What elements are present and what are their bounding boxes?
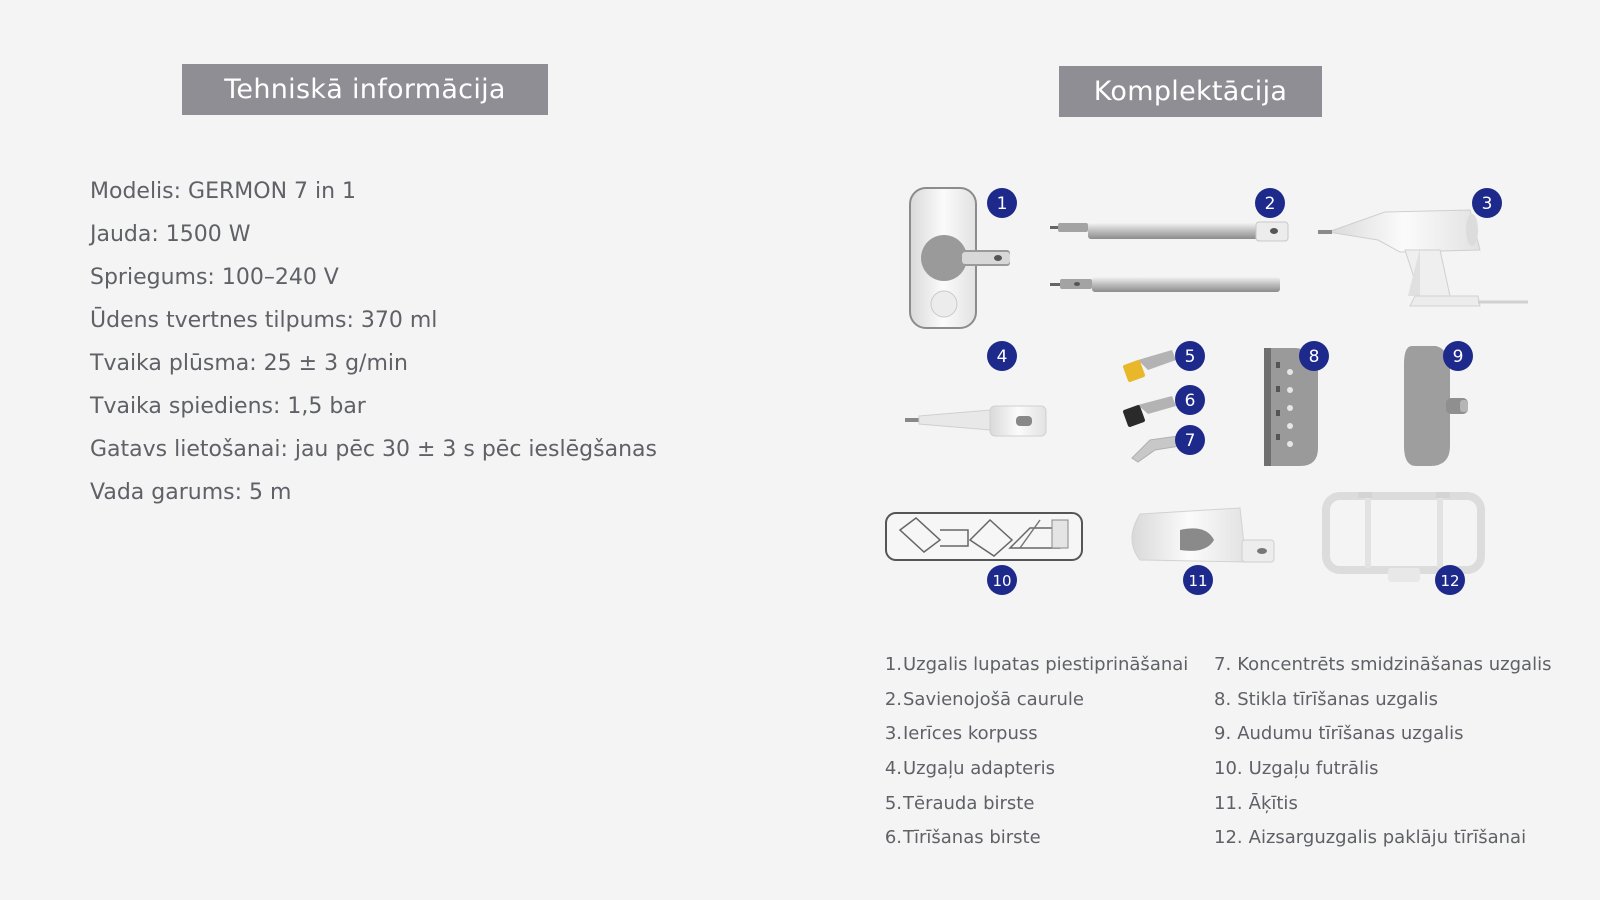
- tech-info-header: Tehniskā informācija: [182, 64, 548, 115]
- part-cleaning-brush: [1123, 396, 1176, 427]
- legend-label: Ierīces korpuss: [903, 723, 1038, 745]
- legend-item: 1.Uzgalis lupatas piestiprināšanai: [884, 648, 1188, 683]
- legend-label: Uzgaļu futrālis: [1248, 758, 1379, 780]
- legend-number: 9.: [1214, 723, 1232, 745]
- part-rag-nozzle: [909, 187, 1010, 329]
- legend-number: 6.: [884, 827, 902, 849]
- badge-7: 7: [1175, 425, 1205, 455]
- spec-power: Jauda: 1500 W: [90, 222, 251, 247]
- part-connecting-tube: [1050, 221, 1289, 292]
- legend-item: 3.Ierīces korpuss: [884, 717, 1188, 752]
- spec-steam-flow: Tvaika plūsma: 25 ± 3 g/min: [90, 351, 408, 376]
- legend-label: Savienojošā caurule: [903, 688, 1084, 710]
- spec-tank-volume: Ūdens tvertnes tilpums: 370 ml: [90, 308, 438, 333]
- svg-text:1: 1: [997, 194, 1008, 214]
- svg-text:6: 6: [1185, 391, 1196, 411]
- legend-number: 10.: [1214, 758, 1243, 780]
- legend-label: Tīrīšanas birste: [903, 827, 1041, 849]
- kit-header: Komplektācija: [1059, 66, 1322, 117]
- svg-text:4: 4: [997, 347, 1008, 367]
- part-adapter: [905, 405, 1047, 437]
- legend-label: Tērauda birste: [903, 792, 1035, 814]
- svg-text:5: 5: [1185, 347, 1196, 367]
- svg-text:2: 2: [1265, 194, 1276, 214]
- legend-item: 7.Koncentrēts smidzināšanas uzgalis: [1214, 648, 1551, 683]
- legend-item: 10.Uzgaļu futrālis: [1214, 752, 1551, 787]
- legend-label: Āķītis: [1248, 792, 1298, 814]
- badge-3: 3: [1472, 188, 1502, 218]
- badge-11: 11: [1183, 565, 1213, 595]
- badge-9: 9: [1443, 341, 1473, 371]
- legend-item: 5.Tērauda birste: [884, 787, 1188, 822]
- parts-legend-left: 1.Uzgalis lupatas piestiprināšanai 2.Sav…: [884, 648, 1188, 856]
- legend-number: 12.: [1214, 827, 1243, 849]
- badge-2: 2: [1255, 188, 1285, 218]
- legend-item: 6.Tīrīšanas birste: [884, 821, 1188, 856]
- spec-steam-pressure: Tvaika spiediens: 1,5 bar: [90, 394, 366, 419]
- badge-8: 8: [1299, 341, 1329, 371]
- spec-model: Modelis: GERMON 7 in 1: [90, 179, 357, 204]
- badge-1: 1: [987, 188, 1017, 218]
- part-carpet-cover: [1322, 492, 1485, 582]
- part-device-body: [1318, 209, 1528, 307]
- legend-label: Uzgalis lupatas piestiprināšanai: [903, 654, 1189, 675]
- legend-label: Uzgaļu adapteris: [903, 758, 1056, 780]
- legend-number: 11.: [1214, 792, 1243, 814]
- badge-6: 6: [1175, 385, 1205, 415]
- spec-voltage: Spriegums: 100–240 V: [90, 265, 339, 290]
- legend-number: 4.: [884, 758, 902, 780]
- badge-5: 5: [1175, 341, 1205, 371]
- legend-label: Stikla tīrīšanas uzgalis: [1237, 688, 1438, 710]
- svg-text:12: 12: [1440, 572, 1459, 590]
- svg-text:8: 8: [1309, 347, 1320, 367]
- svg-text:11: 11: [1188, 572, 1207, 590]
- parts-legend-right: 7.Koncentrēts smidzināšanas uzgalis 8.St…: [1214, 648, 1551, 856]
- spec-list: Modelis: GERMON 7 in 1 Jauda: 1500 W Spr…: [90, 170, 657, 514]
- legend-number: 7.: [1214, 654, 1232, 675]
- badge-4: 4: [987, 341, 1017, 371]
- legend-item: 11.Āķītis: [1214, 787, 1551, 822]
- legend-item: 9.Audumu tīrīšanas uzgalis: [1214, 717, 1551, 752]
- part-nozzle-case: [885, 512, 1083, 561]
- legend-item: 2.Savienojošā caurule: [884, 683, 1188, 718]
- part-steel-brush: [1123, 350, 1176, 382]
- legend-number: 1.: [884, 654, 902, 675]
- legend-item: 12.Aizsarguzgalis paklāju tīrīšanai: [1214, 821, 1551, 856]
- part-fabric-nozzle: [1404, 346, 1468, 466]
- legend-number: 8.: [1214, 688, 1232, 710]
- svg-text:10: 10: [992, 572, 1011, 590]
- badge-10: 10: [987, 565, 1017, 595]
- legend-number: 5.: [884, 792, 902, 814]
- legend-item: 8.Stikla tīrīšanas uzgalis: [1214, 683, 1551, 718]
- legend-number: 3.: [884, 723, 902, 745]
- spec-ready-time: Gatavs lietošanai: jau pēc 30 ± 3 s pēc …: [90, 437, 657, 462]
- legend-number: 2.: [884, 688, 902, 710]
- svg-text:3: 3: [1482, 194, 1493, 214]
- legend-label: Aizsarguzgalis paklāju tīrīšanai: [1248, 827, 1527, 849]
- part-hook: [1131, 507, 1275, 563]
- legend-item: 4.Uzgaļu adapteris: [884, 752, 1188, 787]
- svg-text:9: 9: [1453, 347, 1464, 367]
- part-glass-nozzle: [1264, 348, 1318, 466]
- legend-label: Audumu tīrīšanas uzgalis: [1237, 723, 1464, 745]
- legend-label: Koncentrēts smidzināšanas uzgalis: [1237, 654, 1552, 675]
- badge-12: 12: [1435, 565, 1465, 595]
- spec-cable-length: Vada garums: 5 m: [90, 480, 292, 505]
- part-spray-nozzle: [1131, 435, 1181, 463]
- svg-text:7: 7: [1185, 431, 1196, 451]
